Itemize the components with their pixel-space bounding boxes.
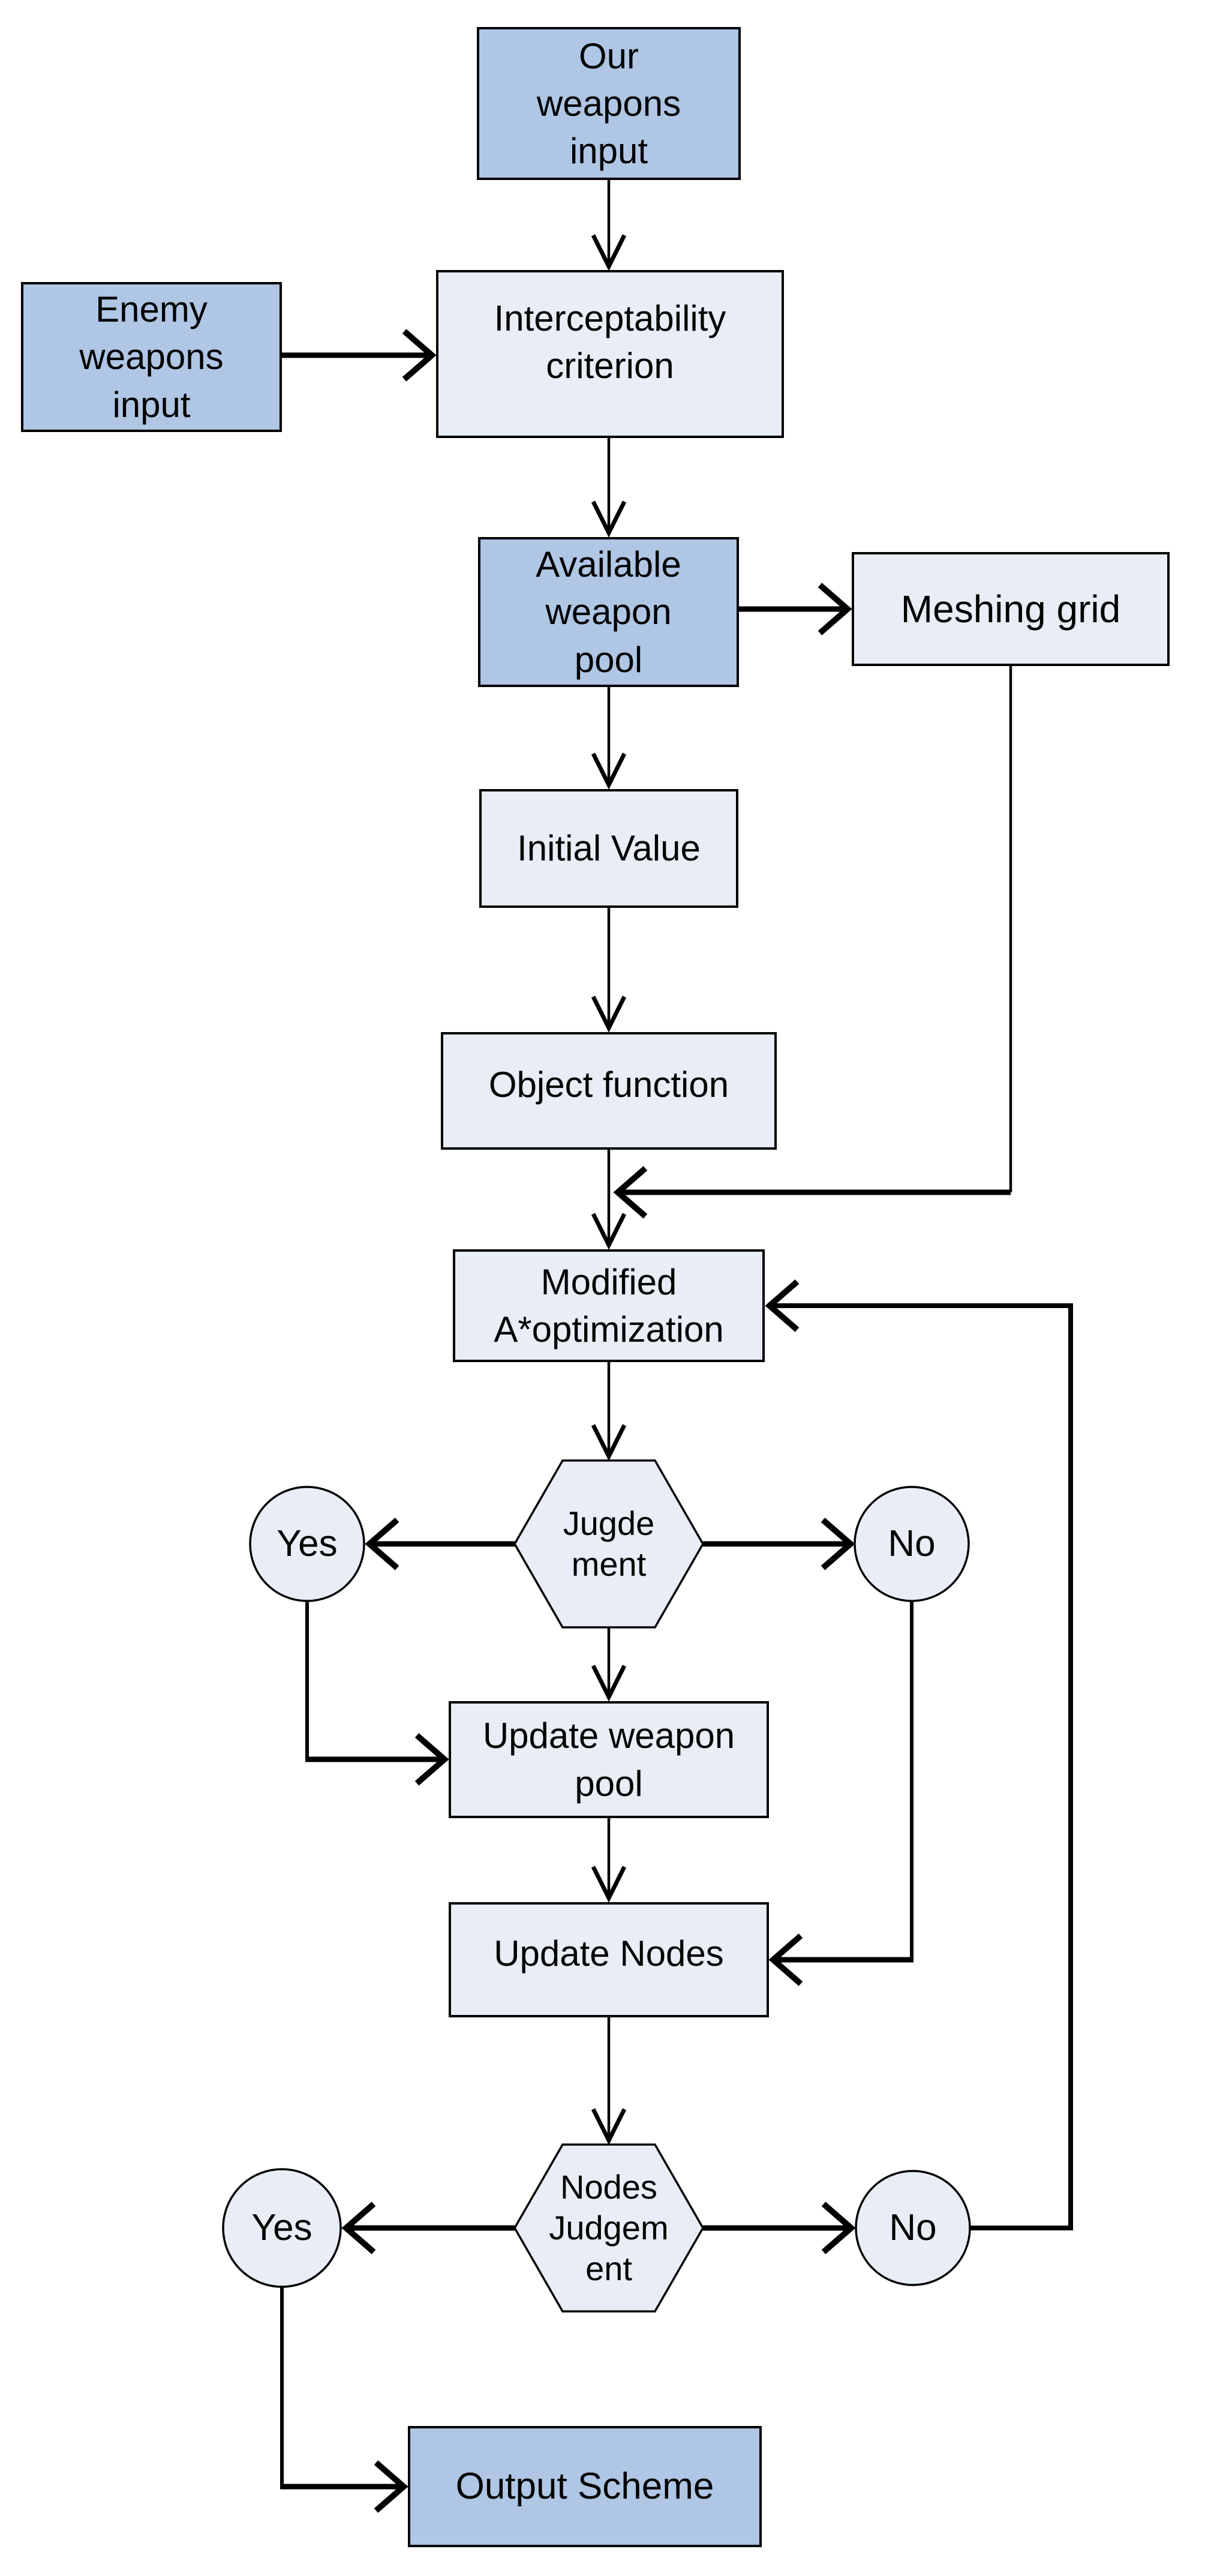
judgement-label: Jugde ment <box>563 1504 655 1583</box>
node-initial-value: Initial Value <box>479 789 738 908</box>
judgement-no-label: No <box>888 1523 936 1564</box>
node-our-weapons-input: Our weapons input <box>477 27 741 180</box>
nodes-judgement-no-label: No <box>889 2207 937 2248</box>
nodes-judgement-yes-label: Yes <box>251 2207 312 2248</box>
node-meshing-grid: Meshing grid <box>852 552 1170 666</box>
node-update-nodes: Update Nodes <box>449 1902 769 2017</box>
judgement-hexagon <box>513 1459 705 1629</box>
node-available-weapon-pool: Available weapon pool <box>478 537 739 687</box>
judgement-yes-circle <box>249 1486 365 1602</box>
nodes-judgement-no-circle <box>855 2170 971 2286</box>
node-object-function: Object function <box>441 1032 777 1150</box>
node-enemy-weapons-input: Enemy weapons input <box>21 282 282 432</box>
nodes-judgement-hexagon <box>513 2143 705 2313</box>
connector-no2-loop-to-modified-astar <box>765 1279 1073 2230</box>
nodes-judgement-yes-circle <box>222 2168 342 2288</box>
judgement-no-circle <box>854 1486 970 1602</box>
judgement-yes-label: Yes <box>277 1523 338 1564</box>
node-interceptability-criterion: Interceptability criterion <box>436 270 784 438</box>
nodes-judgement-label: Nodes Judgem ent <box>549 2167 669 2288</box>
node-modified-a-star-optimization: Modified A*optimization <box>453 1249 765 1362</box>
node-output-scheme: Output Scheme <box>408 2426 762 2547</box>
node-update-weapon-pool: Update weapon pool <box>449 1701 769 1818</box>
